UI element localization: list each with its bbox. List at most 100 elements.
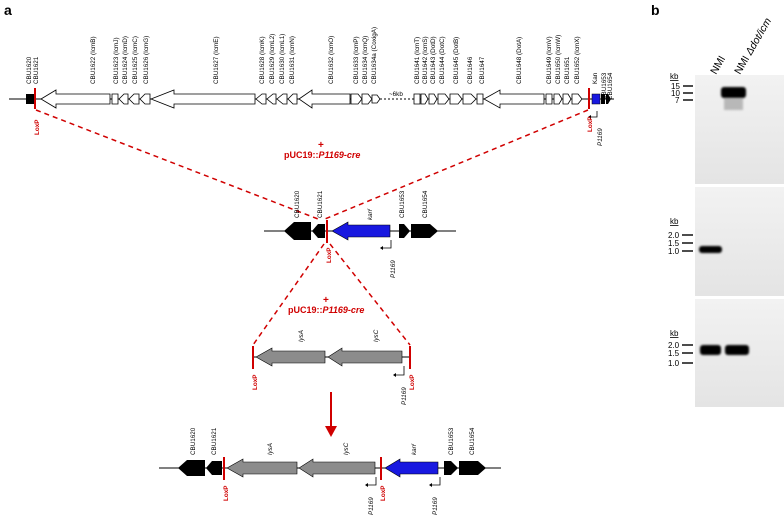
plasmid-label: pUC19::P1169-cre [288,305,364,315]
promoter-arrow [432,477,441,486]
gene-label-icmT: CBU1641 (IcmT) [414,37,421,84]
gene-label-cbu1654: CBU1654 [607,72,614,100]
kb-label: kb [670,329,679,338]
promoter-label: P1169 [597,128,604,146]
gene-arrow-cbu1620 [284,222,311,240]
gene-label-cbu1620: CBU1620 [294,190,301,218]
gene-label-lysC: lysC [343,442,350,455]
gene-arrow-coxigA [371,94,381,104]
plus-sign: + [323,295,329,306]
gene-arrow-lysC [298,458,376,478]
loxp-label: LoxP [380,486,387,501]
gene-label-cbu1621: CBU1621 [33,56,40,84]
gene-arrow-dotD [428,93,438,105]
gene-label-cbu1653: CBU1653 [448,427,455,455]
gene-arrow-icmD [118,93,129,105]
gene-label-cbu1620: CBU1620 [26,56,33,84]
gel-band [700,345,721,355]
gene-arrow-cbu1620 [178,460,205,476]
gene-label-dotB: CBU1645 (DotB) [453,37,460,84]
gene-label-lysA: lysA [267,443,274,455]
gene-label-dotC: CBU1644 (DotC) [439,36,446,84]
promoter-arrowhead [380,246,383,250]
gene-label-coxigA: CBU1634a (CoxigA) [371,27,378,84]
gene-arrow-cbu1646 [462,93,477,105]
loxp-label: LoxP [326,248,333,263]
gene-label-icmQ: CBU1634 (IcmQ) [362,36,369,84]
panel-label-a: a [4,2,12,18]
gene-arrow-icmN [287,93,298,105]
gene-label-cbu1651: CBU1651 [564,56,571,84]
gene-label-kan: kanr [410,443,418,455]
gene-arrow-icmW [553,93,563,105]
gene-arrow-cbu1654 [606,94,611,104]
loxp-label: LoxP [223,486,230,501]
loxp-label: LoxP [409,375,416,390]
gene-arrow-icmJ [111,93,119,105]
plus-sign: + [318,140,324,151]
gene-label-icmX: CBU1652 (IcmX) [574,36,581,84]
gene-arrow-icmX [571,93,583,105]
gene-label-cbu1654: CBU1654 [422,190,429,218]
plasmid-label: pUC19::P1169-cre [284,150,360,160]
ladder-tick-label: 1.5 [668,239,680,248]
gene-arrow-cbu1653 [601,94,605,104]
gene-label-icmP: CBU1633 (IcmP) [353,36,360,84]
gene-label-cbu1621: CBU1621 [317,190,324,218]
gene-arrow-dotC [437,93,450,105]
gene-label-icmO: CBU1632 (IcmO) [328,36,335,84]
gene-label-kan: Kan [592,72,599,84]
recombination-line [324,109,589,220]
gene-arrow-cbu1647 [476,93,484,105]
gene-label-icmL2: CBU1629 (IcmL2) [269,34,276,84]
gene-label-cbu1654: CBU1654 [469,427,476,455]
gene-arrow-cbu1653 [444,461,458,475]
gene-label-cbu1653: CBU1653 [601,72,608,100]
recombination-line [35,109,319,220]
promoter-label: P1169 [401,387,408,405]
recombination-line [252,243,325,346]
gene-label-cbu1653: CBU1653 [399,190,406,218]
ladder-tick-label: 2.0 [668,341,680,350]
gene-arrow-icmL1 [276,93,288,105]
gene-arrow-icmV [545,93,553,105]
gene-arrow-icmK [255,93,267,105]
promoter-arrow [396,366,405,376]
gene-label-icmB: CBU1622 (IcmB) [90,36,97,84]
gene-label-icmE: CBU1627 (IcmE) [213,36,220,84]
gene-arrow-cbu1651 [562,93,572,105]
gene-arrow-lysC [327,347,403,367]
gene-arrow-icmC [128,93,140,105]
promoter-label: P1169 [432,497,439,515]
gene-arrow-icmB [40,89,111,109]
gene-arrow-cbu1653 [399,224,410,238]
promoter-arrow [591,111,598,118]
gene-arrow-icmE [149,89,256,109]
gene-arrow-cbu1654 [411,224,438,238]
ladder-tick-label: 7 [675,96,680,105]
gene-label-icmG: CBU1626 (IcmG) [143,36,150,84]
gene-arrow-dotA [483,89,545,109]
gene-arrow-dotB [449,93,463,105]
top-construct: ~6kb [9,27,614,146]
gene-arrow-cbu1654 [459,461,486,475]
lane-label-nmi: NMI [708,54,728,77]
gene-arrow-kan [591,93,601,105]
promoter-arrowhead [429,483,432,487]
gene-label-icmL1: CBU1630 (IcmL1) [279,34,286,84]
promoter-label: P1169 [368,497,375,515]
promoter-arrowhead [588,115,591,119]
gene-label-kan: kanr [366,208,374,220]
gel-band [721,87,746,98]
gel-band [725,345,749,355]
gene-arrow-cbu1621 [206,461,222,475]
gene-arrow-icmP [350,93,363,105]
loxp-label: LoxP [587,117,594,132]
gene-label-cbu1647: CBU1647 [479,56,486,84]
gene-label-icmK: CBU1628 (IcmK) [259,36,266,84]
loxp-label: LoxP [252,375,259,390]
gene-arrow-kan [384,458,439,478]
gene-arrow-icmG [139,93,151,105]
promoter-arrowhead [365,483,368,487]
gene-label-icmV: CBU1649 (IcmV) [546,36,553,84]
